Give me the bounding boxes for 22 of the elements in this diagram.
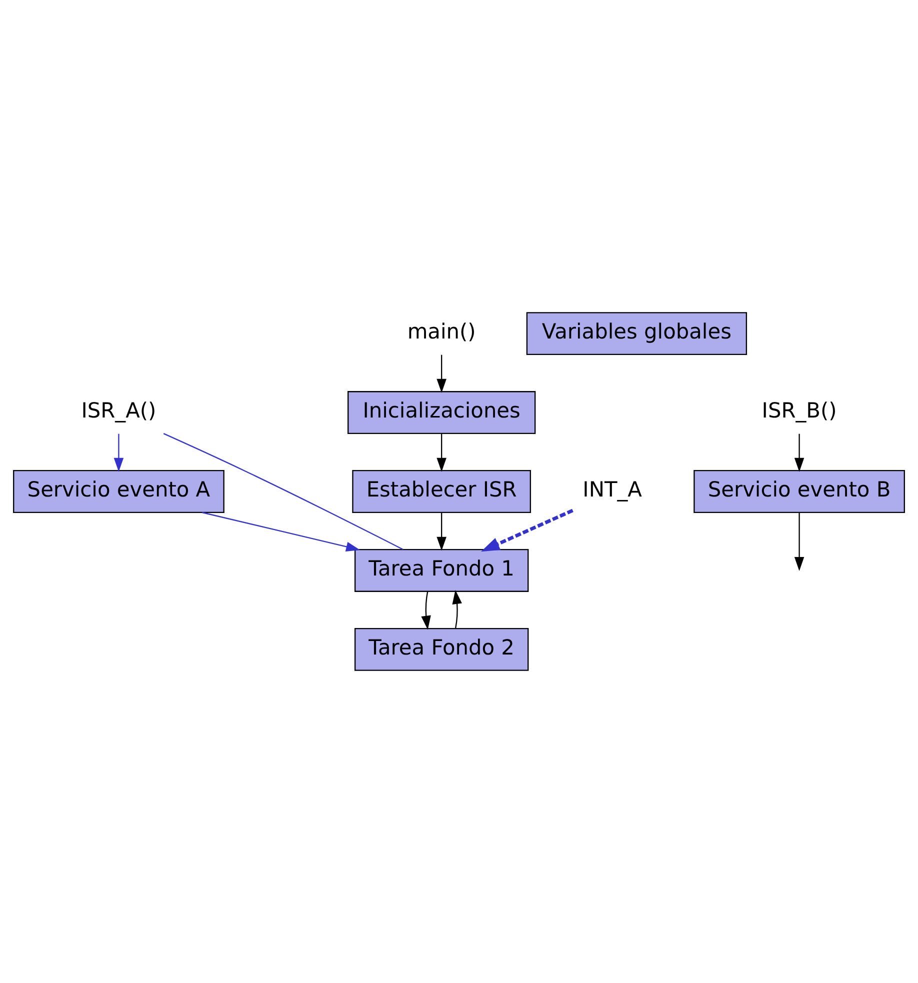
arrow (436, 354, 446, 393)
node-box: Inicializaciones (348, 391, 536, 434)
arrow (794, 512, 804, 571)
node-box: Servicio evento B (694, 470, 905, 513)
arrow (794, 434, 804, 472)
node-box: Tarea Fondo 2 (354, 628, 529, 671)
node-box: Variables globales (526, 312, 748, 356)
node-text: ISR_A() (81, 398, 156, 423)
arrow (436, 434, 446, 472)
node-text: ISR_B() (762, 398, 837, 423)
connector (163, 433, 404, 550)
arrow (452, 590, 462, 628)
node-box: Tarea Fondo 1 (354, 549, 529, 592)
node-text: main() (407, 320, 476, 344)
node-box: Establecer ISR (352, 470, 531, 513)
arrow (114, 434, 124, 472)
arrow (480, 508, 574, 552)
arrow (436, 512, 446, 551)
node-box: Servicio evento A (13, 470, 224, 513)
arrow (421, 592, 431, 630)
node-text: INT_A (582, 478, 642, 502)
arrow (202, 512, 360, 552)
